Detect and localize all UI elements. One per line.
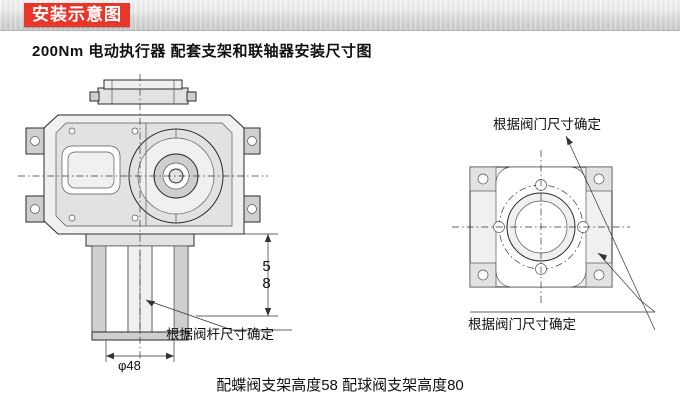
banner-tab: 安装示意图 xyxy=(24,3,130,27)
note-valve-size-top: 根据阀门尺寸确定 xyxy=(493,117,601,132)
dimension-diameter-48: φ48 xyxy=(118,358,141,373)
actuator-front-view xyxy=(18,74,292,362)
bracket-top-view xyxy=(452,135,656,331)
note-valve-size-bottom: 根据阀门尺寸确定 xyxy=(468,317,576,332)
note-valve-stem: 根据阀杆尺寸确定 xyxy=(166,327,274,342)
dimension-height-58: 58 xyxy=(258,258,275,292)
title-banner: 安装示意图 xyxy=(0,0,680,31)
page-subtitle: 200Nm 电动执行器 配套支架和联轴器安装尺寸图 xyxy=(32,43,373,60)
banner-title-text: 安装示意图 xyxy=(32,5,122,24)
figure-caption: 配蝶阀支架高度58 配球阀支架高度80 xyxy=(216,377,464,394)
